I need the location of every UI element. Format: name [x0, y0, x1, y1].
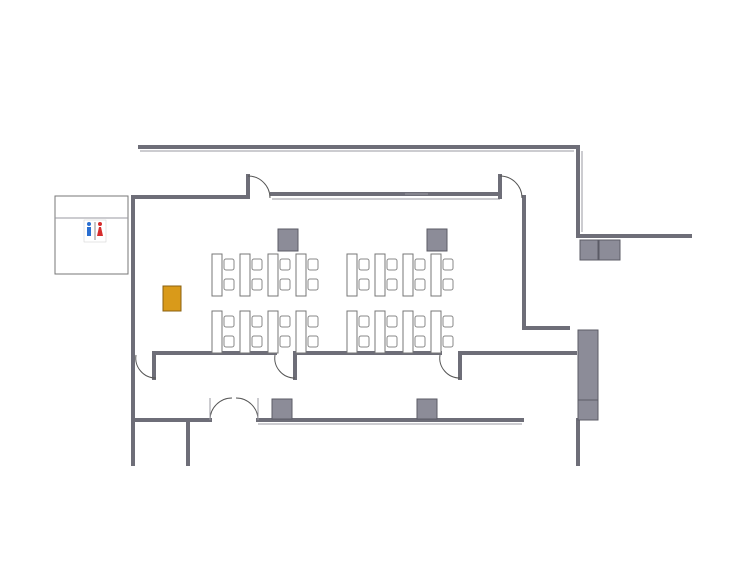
desk-cluster — [267, 253, 319, 297]
chair-icon[interactable] — [442, 335, 454, 348]
desk-icon[interactable] — [374, 253, 386, 297]
classroom-walls — [131, 174, 580, 466]
chair-icon[interactable] — [414, 335, 426, 348]
desk-cluster — [402, 310, 454, 354]
chair-icon[interactable] — [223, 278, 235, 291]
female-figure-head — [98, 222, 102, 226]
chair-icon[interactable] — [358, 335, 370, 348]
doors — [135, 175, 523, 421]
pillar-icon — [579, 239, 599, 261]
pillar-icon — [598, 239, 621, 261]
chair-icon[interactable] — [251, 258, 263, 271]
desk-cluster — [211, 310, 263, 354]
restroom-block — [54, 195, 129, 275]
desk-icon[interactable] — [374, 310, 386, 354]
desk-icon[interactable] — [346, 253, 358, 297]
chair-icon[interactable] — [223, 335, 235, 348]
chair-icon[interactable] — [442, 278, 454, 291]
chair-icon[interactable] — [414, 278, 426, 291]
male-figure-body — [87, 227, 91, 236]
chair-icon[interactable] — [442, 258, 454, 271]
pillar-icon — [277, 228, 299, 252]
desk-cluster — [402, 253, 454, 297]
desk-icon[interactable] — [211, 253, 223, 297]
desk-icon[interactable] — [295, 310, 307, 354]
chair-icon[interactable] — [358, 315, 370, 328]
desk-cluster — [346, 253, 398, 297]
pillar-icon — [577, 399, 599, 421]
top-outer-wall — [138, 145, 692, 238]
desk-cluster — [211, 253, 263, 297]
desk-cluster — [346, 310, 398, 354]
chair-icon[interactable] — [279, 278, 291, 291]
desk-area — [211, 253, 454, 354]
chair-icon[interactable] — [358, 258, 370, 271]
desk-icon[interactable] — [346, 310, 358, 354]
chair-icon[interactable] — [307, 335, 319, 348]
pillars — [271, 228, 621, 421]
desk-icon[interactable] — [239, 310, 251, 354]
door-swing-icon[interactable] — [439, 354, 461, 379]
desk-icon[interactable] — [239, 253, 251, 297]
door-swing-icon[interactable] — [274, 354, 296, 379]
podium-icon[interactable] — [162, 285, 182, 312]
pillar-icon — [271, 398, 293, 420]
male-figure-head — [87, 222, 91, 226]
pillar-icon — [416, 398, 438, 420]
desk-icon[interactable] — [211, 310, 223, 354]
chair-icon[interactable] — [279, 315, 291, 328]
female-figure-body — [97, 227, 103, 236]
chair-icon[interactable] — [307, 258, 319, 271]
chair-icon[interactable] — [251, 335, 263, 348]
chair-icon[interactable] — [414, 258, 426, 271]
chair-icon[interactable] — [386, 335, 398, 348]
chair-icon[interactable] — [386, 278, 398, 291]
desk-cluster — [267, 310, 319, 354]
desk-icon[interactable] — [430, 253, 442, 297]
door-swing-icon[interactable] — [135, 354, 157, 379]
chair-icon[interactable] — [358, 278, 370, 291]
outer-walls — [138, 145, 692, 238]
door-swing-icon[interactable] — [235, 397, 259, 421]
chair-icon[interactable] — [251, 278, 263, 291]
desk-icon[interactable] — [430, 310, 442, 354]
pillar-icon — [426, 228, 448, 252]
chair-icon[interactable] — [414, 315, 426, 328]
door-swing-icon[interactable] — [247, 175, 271, 199]
chair-icon[interactable] — [386, 258, 398, 271]
desk-icon[interactable] — [295, 253, 307, 297]
pillar-icon — [577, 329, 599, 401]
chair-icon[interactable] — [442, 315, 454, 328]
chair-icon[interactable] — [223, 258, 235, 271]
chair-icon[interactable] — [307, 278, 319, 291]
desk-icon[interactable] — [402, 310, 414, 354]
chair-icon[interactable] — [279, 258, 291, 271]
chair-icon[interactable] — [279, 335, 291, 348]
desk-icon[interactable] — [267, 310, 279, 354]
restroom-icon — [83, 219, 107, 243]
desk-icon[interactable] — [267, 253, 279, 297]
chair-icon[interactable] — [307, 315, 319, 328]
door-swing-icon[interactable] — [209, 397, 233, 421]
door-swing-icon[interactable] — [499, 175, 523, 199]
chair-icon[interactable] — [223, 315, 235, 328]
desk-icon[interactable] — [402, 253, 414, 297]
chair-icon[interactable] — [251, 315, 263, 328]
chair-icon[interactable] — [386, 315, 398, 328]
